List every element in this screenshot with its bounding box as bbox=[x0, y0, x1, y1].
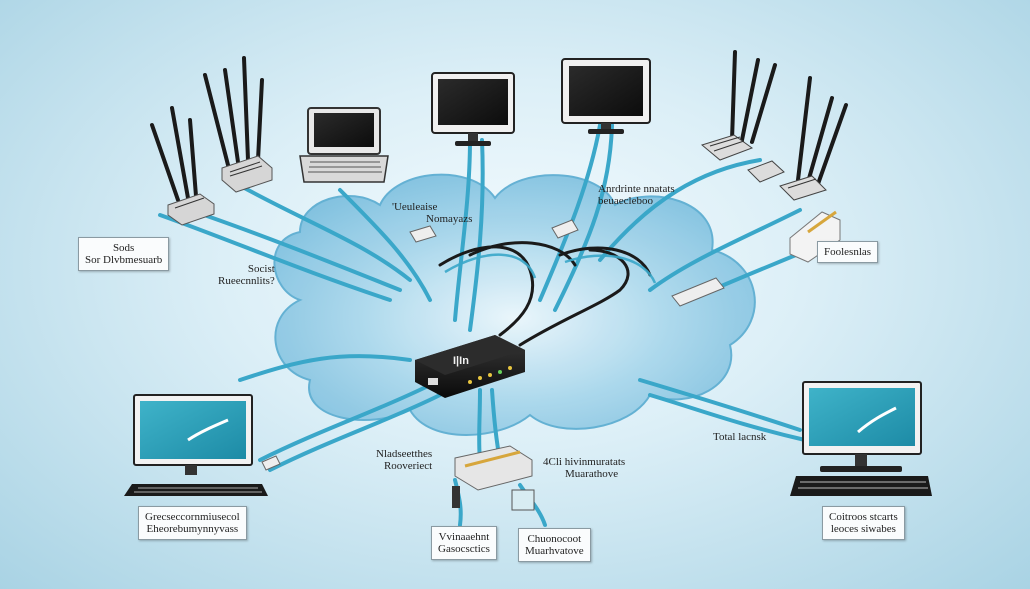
label-right: Foolesnlas bbox=[817, 241, 879, 263]
label-bottom-right-line2: leoces siwabes bbox=[830, 523, 896, 535]
label-top-center-left-line1: 'Ueuleaise bbox=[392, 201, 438, 213]
label-bottom-center-left: Nladseetthes Rooveriect bbox=[376, 448, 432, 472]
label-top-left: Sods Sor Dlvbmesuarb bbox=[78, 237, 170, 271]
label-left-mid-line2: Rueecnnlits? bbox=[218, 275, 275, 287]
label-top-center-right: Anrdrinte nnatats beuaecleboo bbox=[598, 183, 675, 207]
switch-bottom-center bbox=[452, 445, 535, 511]
label-bottom-right: Coitroos stcarts leoces siwabes bbox=[822, 506, 905, 540]
switch-right bbox=[789, 210, 841, 263]
label-bottom-left: Grecseccornmiusecol Eheorebumynnyvass bbox=[138, 506, 247, 540]
label-bottom-center-right-line1: 4Cli hivinmuratats bbox=[543, 456, 626, 468]
label-top-center-right-line2: beuaecleboo bbox=[598, 195, 653, 207]
router-top-right bbox=[700, 50, 848, 201]
cloud-cables bbox=[444, 253, 657, 284]
label-bottom-left-line2: Eheorebumynnyvass bbox=[146, 523, 239, 535]
label-bottom-a: Vvinaaehnt Gasocsctics bbox=[431, 526, 497, 560]
label-top-center-left: 'Ueuleaise Nomayazs bbox=[392, 201, 472, 225]
monitor-top-right bbox=[561, 58, 651, 134]
label-bottom-center-left-line1: Nladseetthes bbox=[376, 448, 433, 460]
computer-bottom-right bbox=[790, 381, 932, 496]
label-top-center-left-line2: Nomayazs bbox=[426, 213, 473, 225]
router-top-left bbox=[150, 56, 273, 226]
label-bottom-a-line1: Vvinaaehnt bbox=[438, 531, 490, 543]
label-top-left-line1: Sods bbox=[112, 242, 135, 254]
label-bottom-center-right: 4Cli hivinmuratats Muarathove bbox=[543, 456, 625, 480]
label-bottom-b-line1: Chuonocoot bbox=[527, 533, 582, 545]
label-bottom-center-left-line2: Rooveriect bbox=[383, 460, 433, 472]
label-bottom-right-line1: Coitroos stcarts bbox=[829, 511, 898, 523]
label-right-mid-line1: Total lacnsk bbox=[713, 431, 767, 443]
label-bottom-a-line2: Gasocsctics bbox=[438, 543, 490, 555]
monitor-top-center bbox=[431, 72, 515, 146]
label-bottom-center-right-line2: Muarathove bbox=[565, 468, 619, 480]
label-bottom-b-line2: Muarhvatove bbox=[525, 545, 584, 557]
label-left-mid-line1: Socist bbox=[247, 263, 275, 275]
laptop-top bbox=[299, 107, 389, 183]
label-bottom-b: Chuonocoot Muarhvatove bbox=[518, 528, 591, 562]
label-top-left-line2: Sor Dlvbmesuarb bbox=[85, 254, 163, 266]
label-right-line1: Foolesnlas bbox=[824, 246, 872, 258]
router-brand-label: I|In bbox=[453, 355, 469, 367]
label-top-center-right-line1: Anrdrinte nnatats bbox=[598, 183, 675, 195]
computer-bottom-left bbox=[124, 394, 268, 496]
label-left-mid: Socist Rueecnnlits? bbox=[218, 263, 275, 287]
small-connector-devices bbox=[261, 219, 725, 471]
label-bottom-left-line1: Grecseccornmiusecol bbox=[145, 511, 240, 523]
label-right-mid: Total lacnsk bbox=[713, 431, 766, 443]
central-router bbox=[415, 335, 525, 398]
